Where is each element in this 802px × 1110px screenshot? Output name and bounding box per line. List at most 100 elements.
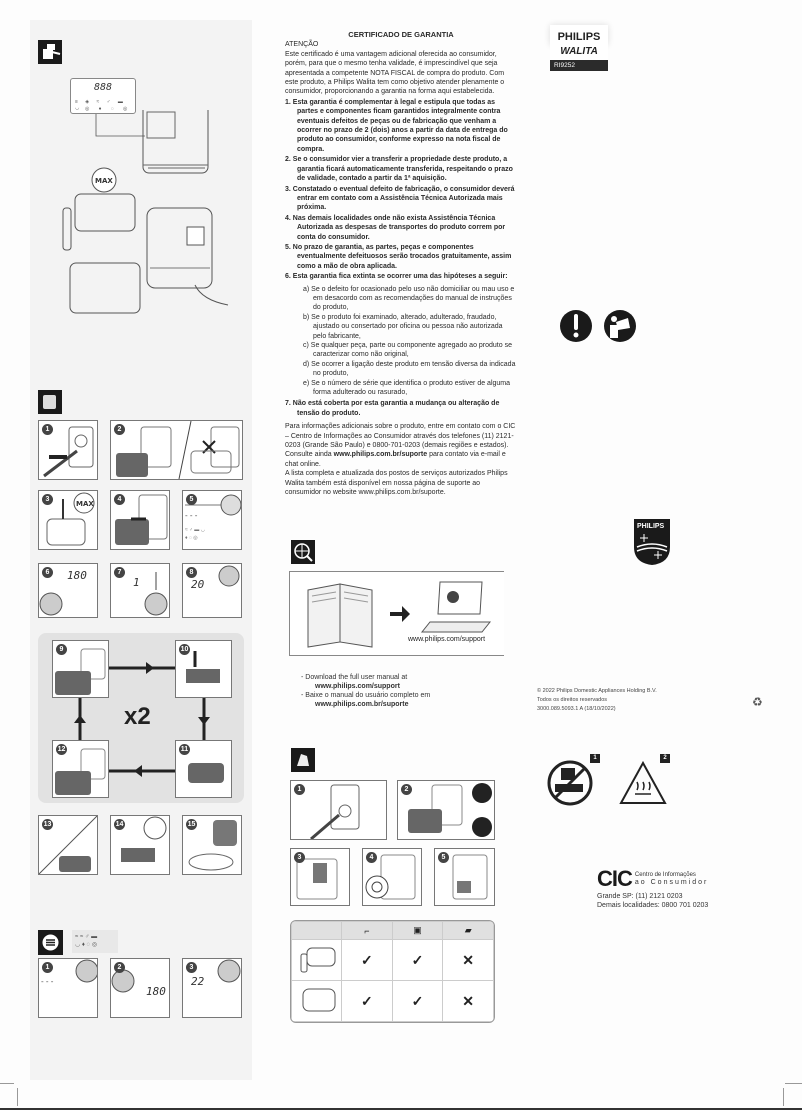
thermometer-cool-icon (472, 817, 492, 837)
download-text-pt: - Baixe o manual do usuário completo em (301, 692, 431, 699)
shake-cycle-box: 9 10 12 11 x2 (38, 633, 244, 803)
sponge-icon: ▰ (442, 921, 494, 940)
step-number: 13 (42, 819, 53, 830)
globe-search-icon (291, 540, 315, 564)
control-panel-diagram: 888 ≡ ◈ ≈ ♂ ▬ ◡ ◎ ♦ ◌ ◎ (70, 78, 136, 114)
svg-text:PHILIPS: PHILIPS (637, 523, 665, 530)
check-icon: ✓ (391, 939, 444, 981)
phone-other: Demais localidades: 0800 701 0203 (597, 902, 709, 909)
document-code: 3000.089.5093.1 A (18/10/2022) (537, 706, 616, 712)
warranty-certificate: CERTIFICADO DE GARANTIA ATENÇÃO Este cer… (285, 30, 517, 498)
exclusion-item: a) Se o defeito for ocasionado pelo uso … (303, 285, 515, 312)
support-illustration-box: www.philips.com/support (289, 571, 504, 656)
warranty-clause: 3. Constatado o eventual defeito de fabr… (285, 185, 515, 212)
step-3-panel: 3 MAX (38, 490, 98, 550)
step-15-panel: 15 (182, 815, 242, 875)
warranty-clause: 2. Se o consumidor vier a transferir a p… (285, 156, 513, 183)
table-corner-cell (291, 921, 342, 940)
step-8-panel: 8 20 (182, 563, 242, 618)
support-url-caption: www.philips.com/support (408, 636, 486, 643)
cic-logo: CIC (597, 866, 633, 891)
contact-paragraph: Para informações adicionais sobre o prod… (285, 422, 517, 469)
step-number: 6 (42, 567, 53, 578)
philips-shield-logo: PHILIPS (634, 519, 670, 565)
step-2-panel: 2 (110, 420, 243, 480)
temperature-display: 180 (67, 569, 87, 582)
brand-logo-block: PHILIPS WALITA RI9252 (550, 25, 608, 71)
step-number: 1 (294, 784, 305, 795)
step-12-panel: 12 (52, 740, 109, 798)
exclusion-item: c) Se qualquer peça, parte ou componente… (303, 342, 512, 359)
philips-wordmark: PHILIPS (550, 25, 608, 45)
page-bottom-edge (0, 1108, 802, 1110)
contact-text: para contato via e-mail e chat online. (285, 451, 506, 468)
step-number: 15 (186, 819, 197, 830)
step-number: 4 (114, 494, 125, 505)
step-number: 5 (186, 494, 197, 505)
dishwasher-icon: ▣ (391, 921, 444, 940)
warranty-title: CERTIFICADO DE GARANTIA (348, 30, 454, 39)
support-link-pt[interactable]: www.philips.com.br/suporte (315, 701, 409, 708)
step-number: 12 (56, 744, 67, 755)
support-link-en[interactable]: www.philips.com/support (315, 683, 400, 690)
step-number: 10 (179, 644, 190, 655)
model-number: RI9252 (550, 60, 608, 71)
step-number: 5 (438, 852, 449, 863)
check-icon: ✓ (341, 939, 393, 981)
warranty-clause: 5. No prazo de garantia, as partes, peça… (285, 243, 512, 270)
warranty-clause: 4. Nas demais localidades onde não exist… (285, 214, 506, 241)
check-icon: ✓ (341, 980, 393, 1022)
svg-text:- - -: - - - (185, 511, 198, 520)
step-14-panel: 14 (110, 815, 170, 875)
no-stovetop-icon (547, 760, 593, 806)
left-illustration-column (30, 20, 252, 1080)
svg-text:- - -: - - - (41, 977, 54, 986)
exclusion-item: d) Se ocorrer a ligação deste produto em… (303, 360, 516, 378)
hot-surface-warning-icon (619, 760, 667, 804)
step-number: 2 (114, 424, 125, 435)
step-number: 3 (42, 494, 53, 505)
manual-to-laptop-illustration (307, 581, 492, 648)
preset-icons: ≡ ◈ ≈ ♂ ▬ ◡ (75, 99, 126, 111)
thermometer-hot-icon (472, 783, 492, 803)
exclusion-item: b) Se o produto foi examinado, alterado,… (303, 313, 503, 340)
basket-with-handle-icon (291, 939, 342, 981)
check-icon: ✓ (391, 980, 444, 1022)
step-number: 3 (186, 962, 197, 973)
step-13-panel: 13 (38, 815, 98, 875)
step-10-panel: 10 (175, 640, 232, 698)
step-number: 4 (366, 852, 377, 863)
time-display: 22 (191, 975, 205, 988)
rights-reserved: Todos os direitos reservados (537, 697, 608, 703)
step-number: 14 (114, 819, 125, 830)
dishwasher-safe-table: ⌐ ▣ ▰ ✓ ✓ ✕ ✓ ✓ ✕ (290, 920, 495, 1023)
svg-text:♦ ◌ ◎: ♦ ◌ ◎ (185, 535, 198, 541)
warranty-intro: Este certificado é uma vantagem adiciona… (285, 50, 505, 96)
display-readout: 888 (94, 82, 113, 93)
cic-name: Centro de Informações (634, 872, 696, 878)
clean-step-1-panel: 1 (290, 780, 387, 841)
svg-text:MAX: MAX (76, 500, 94, 508)
step-number: 9 (56, 644, 67, 655)
step-number: 8 (186, 567, 197, 578)
step-11-panel: 11 (175, 740, 232, 798)
step-number: 2 (401, 784, 412, 795)
step-5-panel: 5 - - -≈ ♂ ▬ ◡♦ ◌ ◎ (182, 490, 242, 550)
step-number: 7 (114, 567, 125, 578)
step-number: 2 (114, 962, 125, 973)
cross-icon: ✕ (442, 939, 494, 981)
step-9-panel: 9 (52, 640, 109, 698)
support-link[interactable]: www.philips.com.br/suporte (333, 451, 428, 459)
table-row: ✓ ✓ ✕ (291, 980, 494, 1022)
step-number: 1 (42, 424, 53, 435)
step-number: 11 (179, 744, 190, 755)
cross-icon: ✕ (442, 980, 494, 1022)
first-use-icon (38, 390, 62, 414)
download-text-en: - Download the full user manual at (301, 674, 408, 681)
table-row: ✓ ✓ ✕ (291, 939, 494, 981)
cic-name: ao Consumidor (634, 879, 709, 886)
step-number: 1 (42, 962, 53, 973)
time-display: 20 (191, 578, 205, 591)
